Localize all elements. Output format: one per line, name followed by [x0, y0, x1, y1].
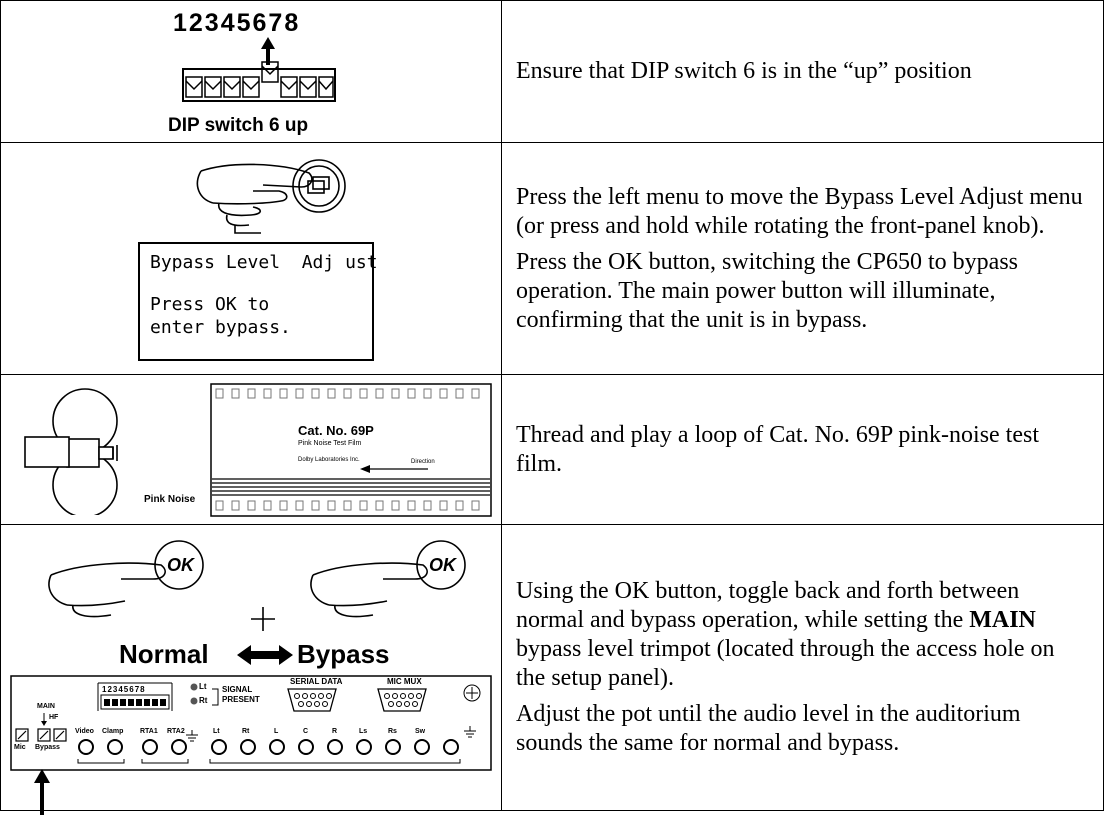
ok-label-right: OK: [429, 555, 456, 575]
film-reel-icon: [24, 388, 118, 515]
step-4-text-a: Using the OK button, toggle back and for…: [516, 578, 1020, 633]
normal-label: Normal: [119, 639, 209, 669]
panel-lt: Lt: [199, 682, 207, 691]
dip-switch-icon: [182, 37, 336, 102]
jack-label: Ls: [359, 728, 368, 735]
panel-serial-data: SERIAL DATA: [290, 677, 343, 686]
step-1-paragraph: Ensure that DIP switch 6 is in the “up” …: [516, 58, 972, 84]
step-4-text-c: bypass level trimpot (located through th…: [516, 636, 1055, 691]
jack-label: Rt: [242, 728, 250, 735]
step-4-paragraph-1: Using the OK button, toggle back and for…: [516, 577, 1089, 693]
jack-label: Lt: [213, 728, 220, 735]
panel-rt: Rt: [199, 696, 208, 705]
panel-bypass: Bypass: [35, 744, 60, 751]
panel-main: MAIN: [37, 703, 55, 710]
jack-label: Clamp: [102, 728, 124, 735]
jack-label: Rs: [388, 728, 397, 735]
dip-switch-figure: 12345678: [0, 0, 502, 143]
panel-dip-numbers: 12345678: [102, 685, 146, 694]
film-subtitle: Pink Noise Test Film: [298, 440, 362, 447]
panel-present: PRESENT: [222, 695, 260, 704]
panel-mic: Mic: [14, 744, 26, 751]
film-title: Cat. No. 69P: [298, 423, 374, 438]
film-figure: Pink Noise: [0, 374, 502, 525]
step-row-2: Bypass Level Adj ust Press OK to enter b…: [0, 142, 1104, 375]
film-company: Dolby Laboratories Inc.: [298, 457, 360, 463]
panel-mic-mux: MIC MUX: [387, 677, 422, 686]
step-3-text: Thread and play a loop of Cat. No. 69P p…: [501, 374, 1104, 525]
panel-signal: SIGNAL: [222, 685, 253, 694]
dip-caption: DIP switch 6 up: [168, 115, 309, 136]
jack-label: Video: [75, 728, 94, 735]
lcd-line-3: enter bypass.: [150, 317, 291, 338]
lcd-line-2: Press OK to: [150, 294, 270, 315]
step-2-paragraph-2: Press the OK button, switching the CP650…: [516, 248, 1018, 333]
jack-label: C: [303, 728, 309, 735]
lcd-display: Bypass Level Adj ust Press OK to enter b…: [138, 242, 378, 361]
setup-panel-icon: [10, 675, 492, 815]
dip-numbers: 12345678: [173, 9, 301, 37]
menu-figure: Bypass Level Adj ust Press OK to enter b…: [0, 142, 502, 375]
ok-toggle-figure: OK OK Normal Bypass: [0, 524, 502, 815]
lcd-line-1: Bypass Level Adj ust: [150, 252, 378, 273]
panel-hf: HF: [49, 714, 59, 721]
step-row-1: 12345678: [0, 0, 1104, 143]
ok-label-left: OK: [167, 555, 194, 575]
pink-noise-label: Pink Noise: [144, 494, 196, 505]
step-4-paragraph-2: Adjust the pot until the audio level in …: [516, 701, 1021, 756]
film-strip-icon: [210, 383, 492, 517]
step-1-text: Ensure that DIP switch 6 is in the “up” …: [501, 0, 1104, 143]
bypass-label: Bypass: [297, 639, 390, 669]
jack-label: Sw: [415, 728, 426, 735]
step-3-paragraph: Thread and play a loop of Cat. No. 69P p…: [516, 421, 1040, 477]
film-direction: Direction: [411, 459, 435, 465]
step-row-4: OK OK Normal Bypass: [0, 524, 1104, 815]
jack-label: L: [274, 728, 279, 735]
step-4-text-main: MAIN: [969, 607, 1036, 633]
double-arrow-icon: [237, 645, 293, 665]
step-4-text: Using the OK button, toggle back and for…: [501, 524, 1104, 811]
hand-pressing-menu-icon: [196, 159, 346, 234]
jack-label: R: [332, 728, 338, 735]
step-row-3: Pink Noise: [0, 374, 1104, 525]
jack-label: RTA2: [167, 728, 185, 735]
step-2-paragraph-1: Press the left menu to move the Bypass L…: [516, 183, 1083, 239]
step-2-text: Press the left menu to move the Bypass L…: [501, 142, 1104, 375]
jack-label: RTA1: [140, 728, 158, 735]
hands-pressing-ok-icon: [48, 540, 466, 631]
